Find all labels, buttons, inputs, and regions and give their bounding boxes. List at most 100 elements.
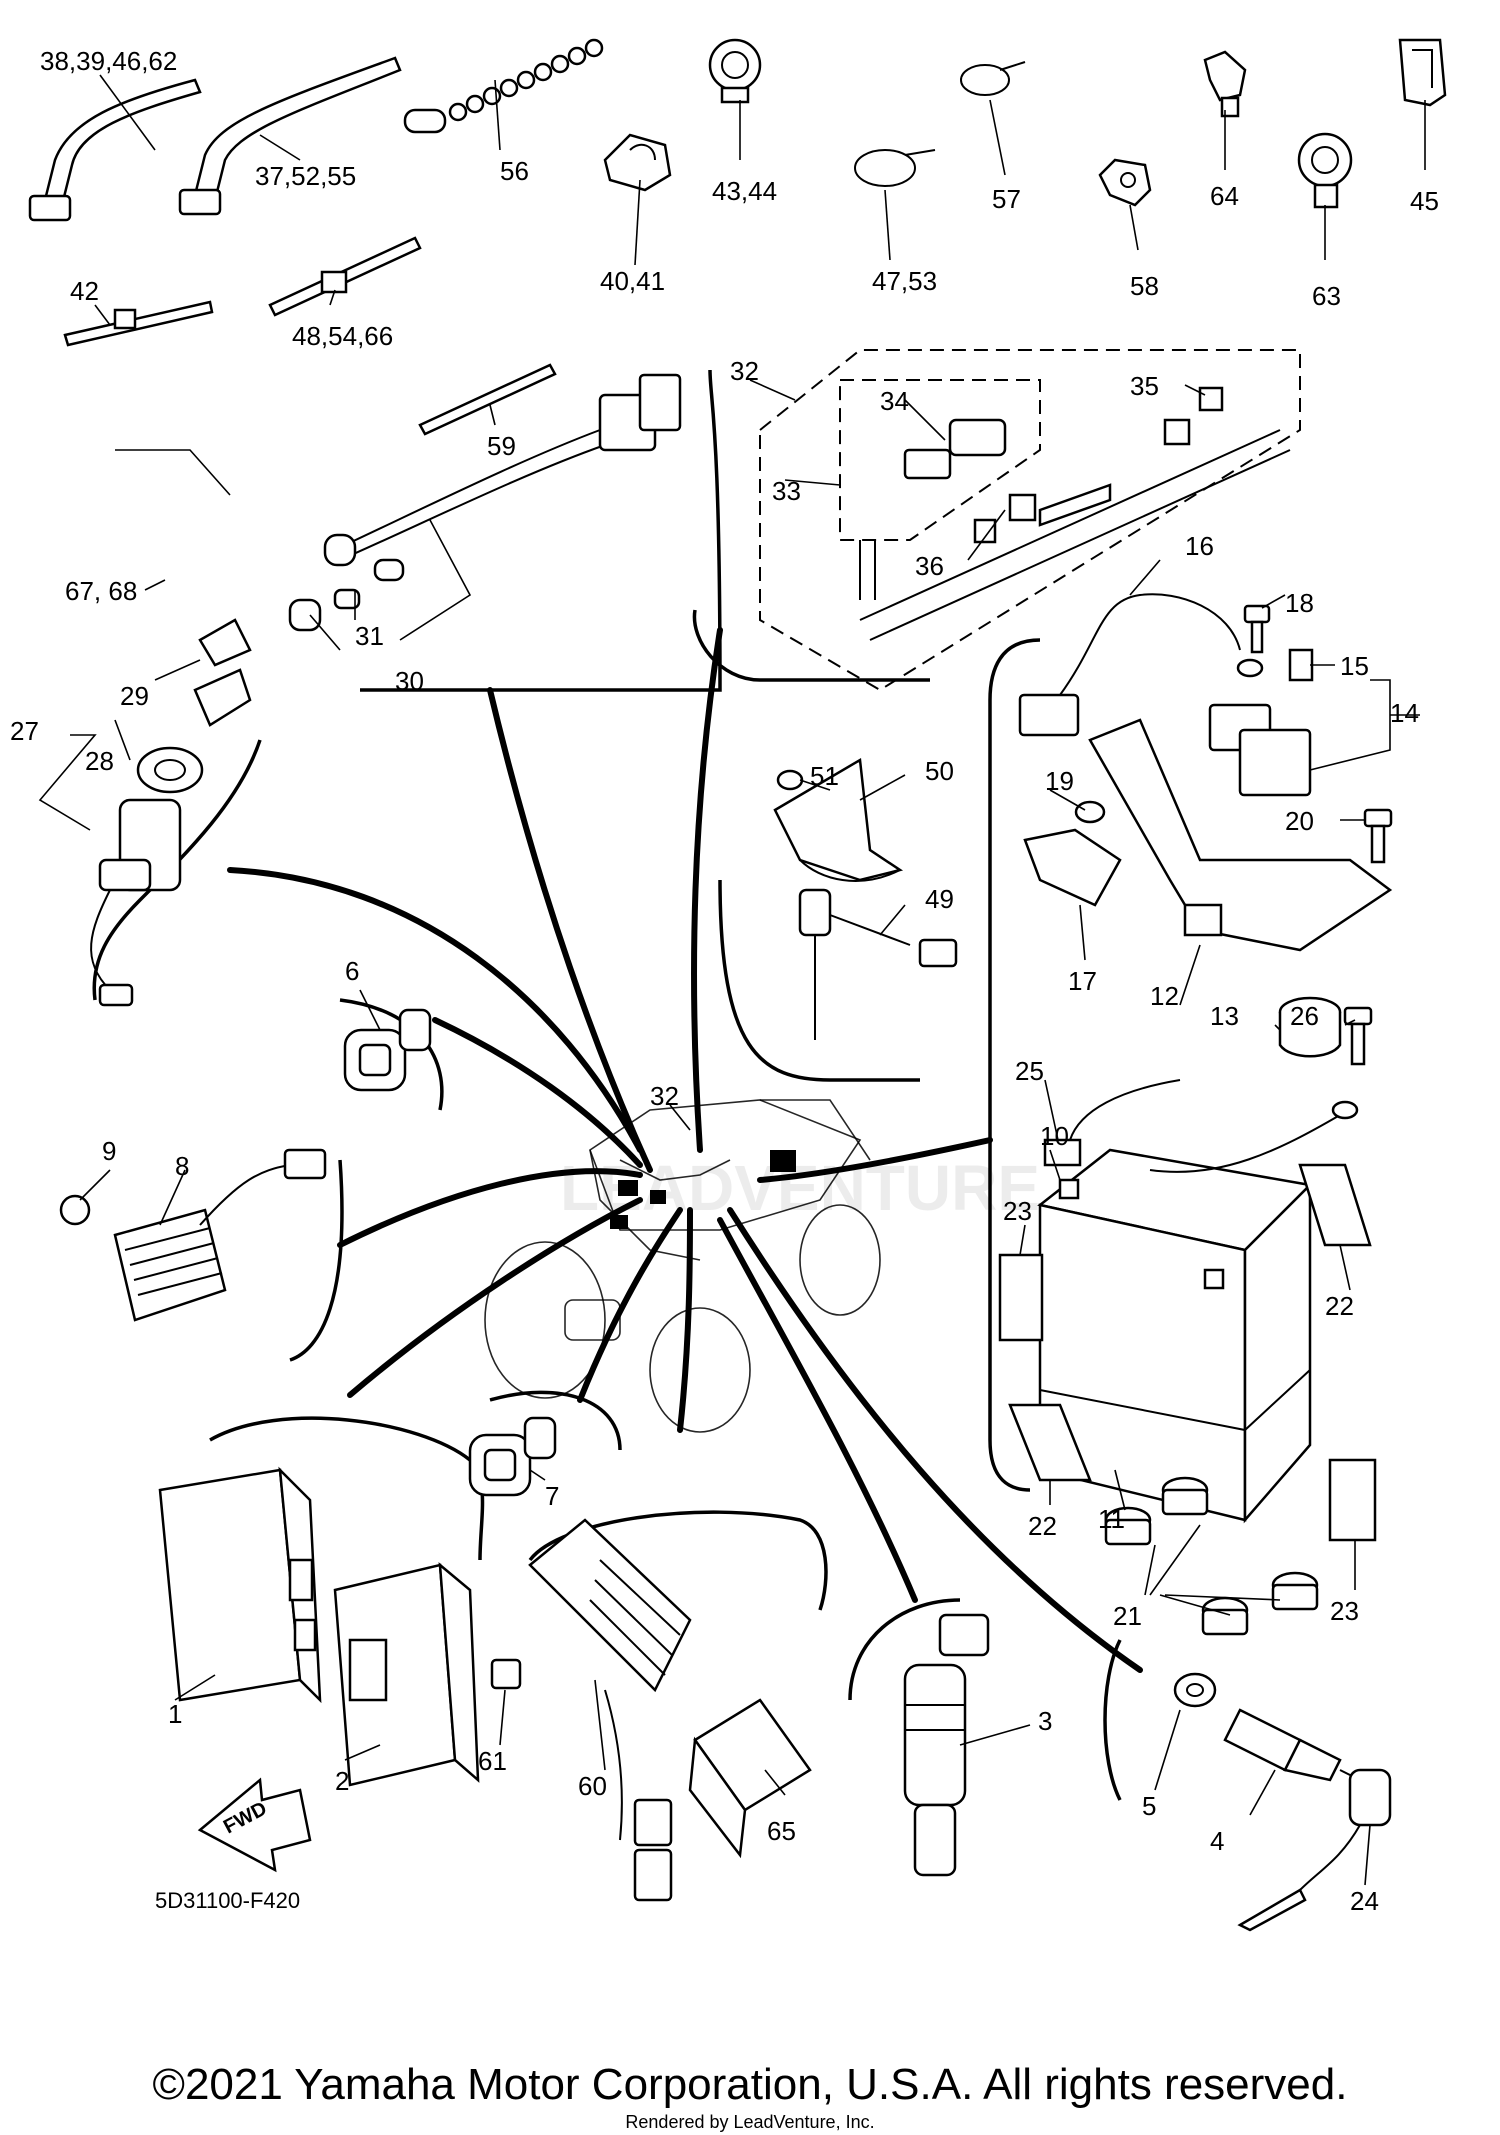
label-60: 60	[578, 1771, 607, 1801]
label-51: 51	[810, 761, 839, 791]
control-unit-60	[490, 1518, 692, 1902]
relay-65	[688, 1698, 812, 1859]
label-42: 42	[70, 276, 99, 306]
clip-58	[1098, 158, 1152, 207]
label-27: 27	[10, 716, 39, 746]
label-14: 14	[1390, 698, 1419, 728]
label-29: 29	[120, 681, 149, 711]
label-59: 59	[487, 431, 516, 461]
label-33: 33	[772, 476, 801, 506]
label-22-right: 22	[1325, 1291, 1354, 1321]
sensor-6	[343, 1008, 432, 1092]
battery-11	[1037, 1148, 1313, 1524]
label-1: 1	[168, 1699, 182, 1729]
cable-tie-48	[268, 236, 422, 317]
grommet-19	[1074, 800, 1106, 824]
label-12: 12	[1150, 981, 1179, 1011]
cable-tie-37	[178, 56, 402, 216]
diagram-code: 5D31100-F420	[155, 1888, 300, 1913]
clamp-43	[708, 38, 762, 104]
label-63: 63	[1312, 281, 1341, 311]
label-3: 3	[1038, 1706, 1052, 1736]
spark-plug-4	[1223, 1708, 1371, 1786]
bracket-12	[1088, 718, 1393, 952]
label-11: 11	[1098, 1504, 1125, 1534]
label-20: 20	[1285, 806, 1314, 836]
sensor-7	[468, 1416, 557, 1497]
clip-45	[1398, 38, 1447, 107]
fuse-holder-17	[1023, 828, 1122, 907]
label-64: 64	[1210, 181, 1239, 211]
label-8: 8	[175, 1151, 189, 1181]
rectifier-regulator-8	[59, 1148, 327, 1322]
label-58: 58	[1130, 271, 1159, 301]
label-17: 17	[1068, 966, 1097, 996]
rendered-by-note: Rendered by LeadVenture, Inc.	[625, 2112, 875, 2132]
plug-cap-24	[1237, 1768, 1392, 1932]
label-61: 61	[478, 1746, 507, 1776]
label-23-left: 23	[1003, 1196, 1032, 1226]
dampers-21	[1104, 1476, 1319, 1636]
label-34: 34	[880, 386, 909, 416]
bracket-2	[333, 1562, 480, 1787]
bolt-51	[776, 769, 804, 791]
label-32-top: 32	[730, 356, 759, 386]
label-22-bottom: 22	[1028, 1511, 1057, 1541]
bead-strap-56	[403, 38, 604, 134]
battery-pads	[998, 1163, 1377, 1542]
label-16: 16	[1185, 531, 1214, 561]
label-24: 24	[1350, 1886, 1379, 1916]
battery-lead-16	[1018, 593, 1264, 737]
label-57: 57	[992, 184, 1021, 214]
washer-5	[1173, 1672, 1217, 1708]
main-switch-27	[90, 618, 252, 1007]
label-50: 50	[925, 756, 954, 786]
part-labels: 38,39,46,62 37,52,55 56 43,44 40,41 47,5…	[10, 46, 1439, 1916]
label-31: 31	[355, 621, 384, 651]
label-15: 15	[1340, 651, 1369, 681]
label-21: 21	[1113, 1601, 1142, 1631]
label-65: 65	[767, 1816, 796, 1846]
label-43: 43,44	[712, 176, 777, 206]
label-67: 67, 68	[65, 576, 137, 606]
cdi-unit-1	[158, 1466, 322, 1704]
label-5: 5	[1142, 1791, 1156, 1821]
label-25: 25	[1015, 1056, 1044, 1086]
label-36: 36	[915, 551, 944, 581]
ignition-coil-3	[903, 1613, 990, 1877]
label-47: 47,53	[872, 266, 937, 296]
clip-64	[1203, 50, 1247, 118]
label-23-right: 23	[1330, 1596, 1359, 1626]
cable-tie-38	[28, 78, 202, 222]
label-38: 38,39,46,62	[40, 46, 177, 76]
bolt-18	[1243, 604, 1271, 654]
fwd-arrow: FWD	[197, 1777, 312, 1873]
label-35: 35	[1130, 371, 1159, 401]
damper-13	[1278, 996, 1342, 1058]
copyright-notice: ©2021 Yamaha Motor Corporation, U.S.A. A…	[152, 2060, 1348, 2109]
leader-lines	[38, 74, 1426, 1886]
label-56: 56	[500, 156, 529, 186]
brake-switch-49	[798, 888, 958, 1040]
label-30: 30	[395, 666, 424, 696]
cable-tie-42	[63, 300, 214, 347]
label-48: 48,54,66	[292, 321, 393, 351]
label-10: 10	[1040, 1121, 1069, 1151]
starter-relay-14	[1208, 648, 1314, 797]
label-32-mid: 32	[650, 1081, 679, 1111]
label-18: 18	[1285, 588, 1314, 618]
label-49: 49	[925, 884, 954, 914]
clamp-40	[603, 133, 672, 192]
lead-assembly-30	[288, 373, 682, 632]
label-9: 9	[102, 1136, 116, 1166]
label-28: 28	[85, 746, 114, 776]
atv-outline	[484, 1099, 881, 1433]
label-13: 13	[1210, 1001, 1239, 1031]
label-2: 2	[335, 1766, 349, 1796]
clip-63	[1297, 132, 1353, 209]
label-40: 40,41	[600, 266, 665, 296]
label-37: 37,52,55	[255, 161, 356, 191]
sub-harness-32	[759, 349, 1301, 692]
wire-loop-47	[854, 149, 936, 187]
